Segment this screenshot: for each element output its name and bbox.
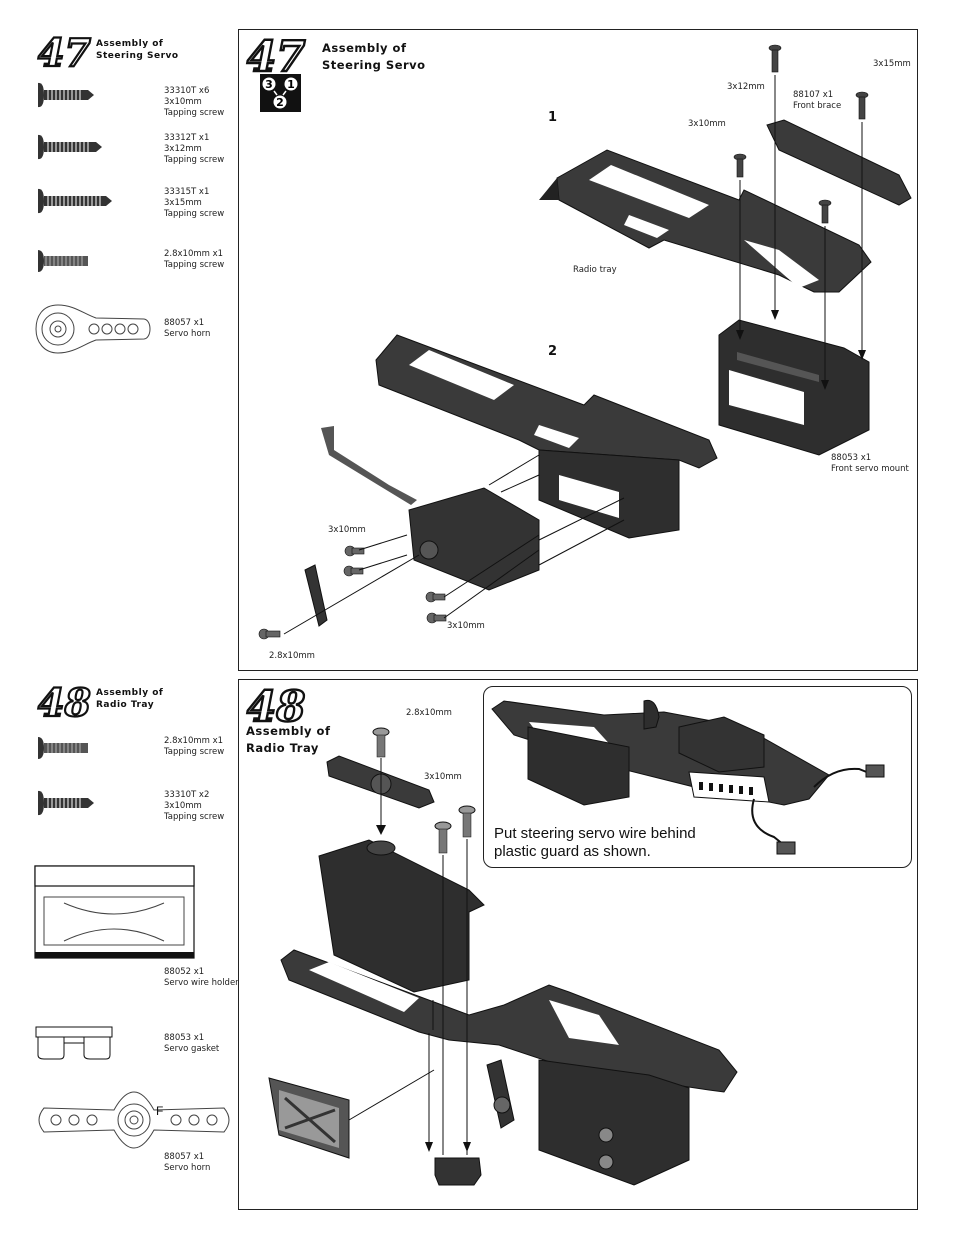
label-radio-tray: Radio tray — [573, 265, 617, 275]
radio-tray-assembly-drawing — [268, 727, 738, 1186]
screw-3x10-icon — [38, 82, 94, 108]
step-number-badge-48-panel: 48 — [246, 681, 307, 732]
svg-text:48: 48 — [247, 682, 305, 731]
step-number-47: 47 — [38, 30, 91, 75]
servo-mount-lower-drawing — [258, 334, 718, 640]
svg-text:3: 3 — [265, 78, 273, 91]
step48-panel: 48 Assembly of Radio Tray 2.8x10mm 3x10m… — [238, 679, 918, 1210]
step47-title-line1: Assembly of — [96, 39, 164, 49]
step47-title: Assembly of Steering Servo — [96, 38, 179, 62]
svg-text:48: 48 — [38, 680, 91, 725]
screw-3x15-icon — [38, 188, 112, 214]
screw-2-8x10-icon — [38, 737, 88, 759]
svg-text:1: 1 — [287, 78, 295, 91]
wire-routing-note: Put steering servo wire behind plastic g… — [494, 825, 696, 860]
step47-panel-title: Assembly of Steering Servo — [322, 41, 426, 72]
label-3x12mm: 3x12mm — [727, 82, 765, 92]
step48-panel-title: Assembly of Radio Tray — [246, 724, 331, 755]
radio-tray-detail-drawing — [491, 699, 885, 855]
label-3x10mm-upper: 3x10mm — [688, 119, 726, 129]
screw-3x10-icon — [38, 790, 94, 816]
screw-3x12-icon — [38, 134, 102, 160]
substep-2-label: 2 — [548, 344, 558, 359]
radio-tray-upper-drawing — [539, 44, 912, 456]
step48-title: Assembly of Radio Tray — [96, 688, 164, 710]
label-3x15mm: 3x15mm — [873, 59, 911, 69]
step47-panel: 47 Assembly of Steering Servo 3 1 2 1 2 — [238, 29, 918, 671]
label-3x10mm-bottom: 3x10mm — [447, 621, 485, 631]
label-2-8x10mm: 2.8x10mm — [269, 651, 315, 661]
screw-2-8x10-icon — [38, 250, 88, 272]
substep-1-label: 1 — [548, 110, 558, 125]
step-number-badge-47: 47 — [37, 29, 92, 76]
svg-text:47: 47 — [247, 32, 305, 81]
servo-horn-icon — [35, 304, 151, 354]
svg-text:2: 2 — [276, 96, 284, 109]
horn-mark-f: F — [156, 1104, 164, 1118]
label-2-8x10mm-48: 2.8x10mm — [406, 708, 452, 718]
step-number-badge-48: 48 — [37, 679, 92, 726]
label-3x10mm-48: 3x10mm — [424, 772, 462, 782]
step-number-badge-47-panel: 47 — [246, 31, 307, 82]
step47-title-line2: Steering Servo — [96, 51, 179, 61]
assembly-order-badge: 3 1 2 — [260, 74, 301, 112]
servo-horn-double-icon — [38, 1091, 230, 1149]
servo-wire-holder-icon — [34, 865, 195, 959]
wire-routing-note-box: Put steering servo wire behind plastic g… — [483, 686, 912, 868]
servo-gasket-icon — [35, 1026, 113, 1060]
label-3x10mm-left: 3x10mm — [328, 525, 366, 535]
